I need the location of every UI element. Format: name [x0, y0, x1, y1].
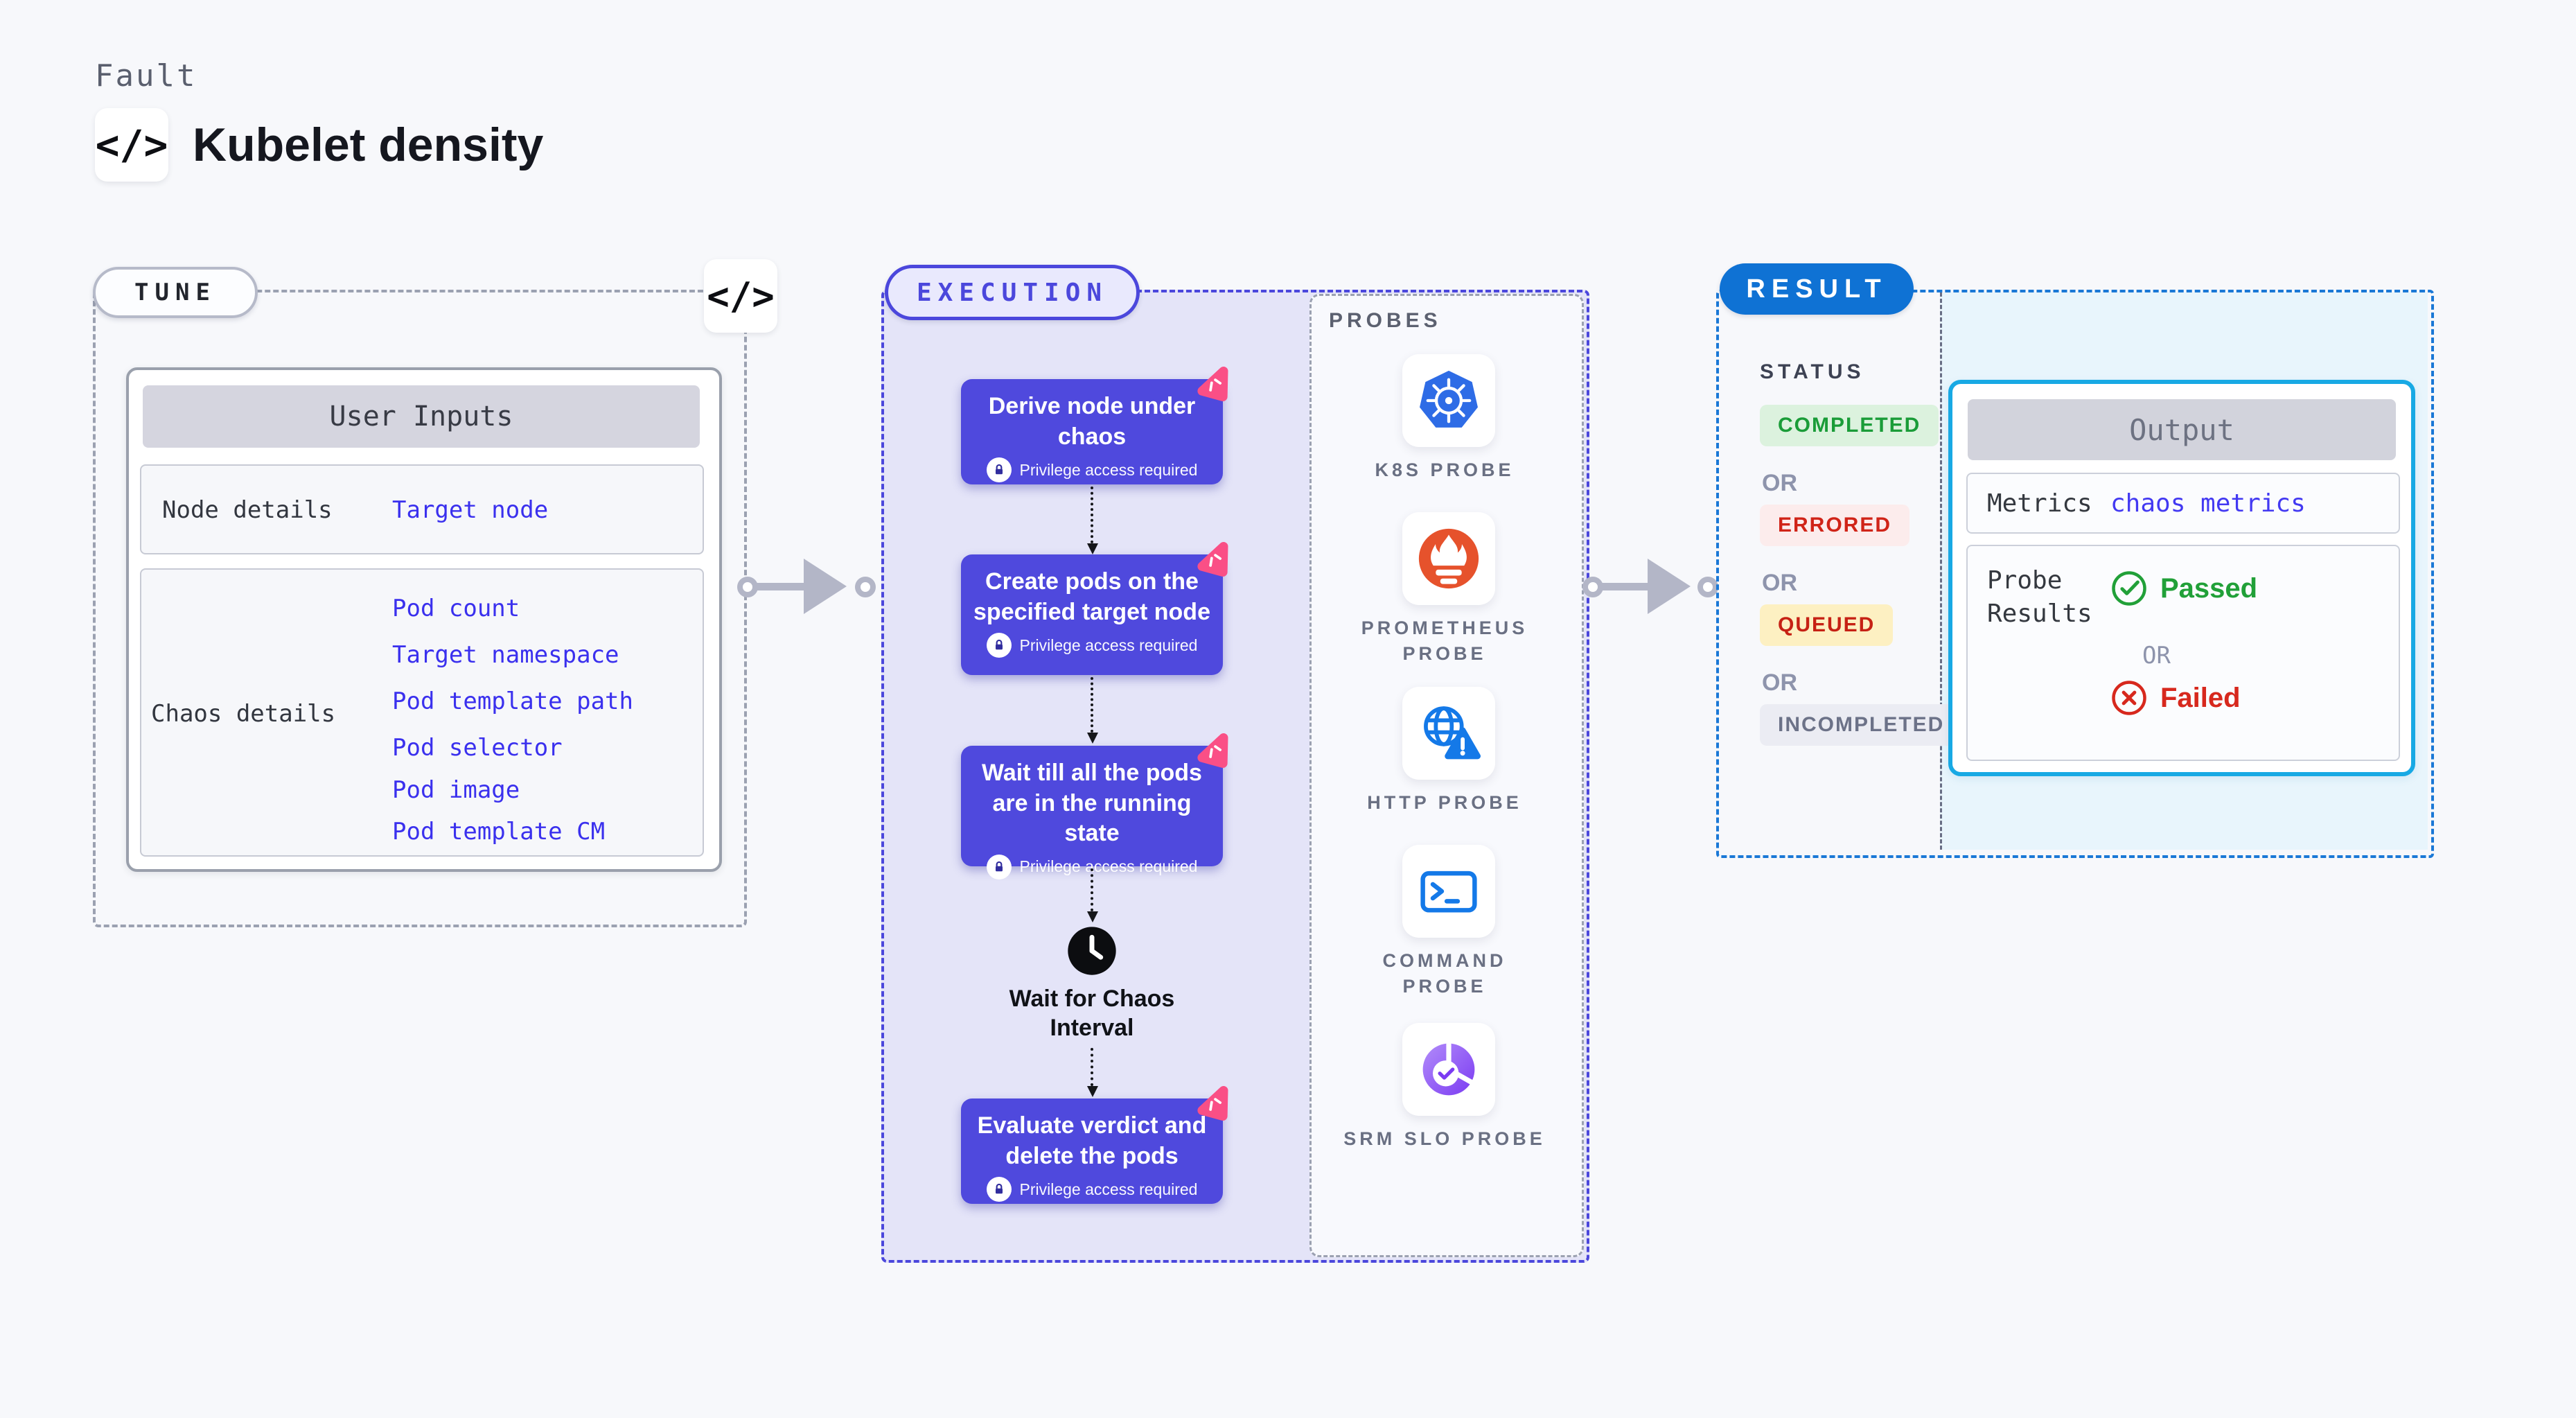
failed-result: Failed [2110, 679, 2241, 717]
x-circle-icon [2112, 681, 2146, 715]
passed-result: Passed [2110, 570, 2257, 607]
node-details-label: Node details [162, 496, 333, 524]
status-heading: STATUS [1760, 360, 1865, 383]
probe-results-label: Probe Results [1987, 566, 2092, 628]
step-title: Create pods on the specified target node [973, 568, 1210, 625]
prometheus-probe-card [1402, 512, 1495, 605]
tune-to-execution-arrow [737, 559, 876, 614]
probe-label: PROMETHEUS PROBE [1361, 618, 1528, 664]
code-icon: </> [95, 108, 168, 182]
privilege-note: Privilege access required [1019, 636, 1198, 654]
probes-heading: PROBES [1329, 309, 1442, 332]
result-section-badge: RESULT [1720, 263, 1914, 315]
tune-section-badge: TUNE [93, 267, 258, 318]
flow-connector [1087, 487, 1098, 554]
lock-icon [986, 1177, 1012, 1202]
execution-step-wait-pods-running: Wait till all the pods are in the runnin… [961, 733, 1228, 879]
globe-warning-icon [1424, 706, 1481, 760]
execution-step-evaluate-verdict: Evaluate verdict and delete the pods Pri… [961, 1085, 1228, 1204]
failed-label: Failed [2160, 682, 2241, 713]
clock-icon [1066, 925, 1118, 977]
target-node-link[interactable]: Target node [392, 496, 549, 524]
kubernetes-icon [1420, 370, 1478, 428]
status-badge-queued: QUEUED [1760, 604, 1894, 646]
tune-code-icon: </> [704, 259, 777, 333]
privilege-note: Privilege access required [1019, 1180, 1198, 1198]
execution-step-create-pods: Create pods on the specified target node… [961, 541, 1228, 675]
tune-code-icon-glyph: </> [707, 274, 775, 318]
check-circle-icon [2112, 571, 2146, 606]
output-table: Output Metrics chaos metrics Probe Resul… [1948, 380, 2415, 776]
probe-label: COMMAND PROBE [1382, 950, 1507, 997]
execution-section-badge: EXECUTION [885, 265, 1140, 320]
pod-selector-link[interactable]: Pod selector [392, 734, 563, 762]
status-or-separator: OR [1762, 570, 1797, 596]
user-inputs-table: User Inputs Node details Target node Cha… [126, 367, 722, 872]
fault-category-label: Fault [95, 58, 197, 94]
lock-icon [986, 457, 1012, 483]
execution-to-result-arrow [1582, 559, 1721, 614]
target-namespace-link[interactable]: Target namespace [392, 641, 619, 669]
status-or-separator: OR [1762, 669, 1797, 696]
passed-label: Passed [2160, 572, 2258, 604]
chaos-fault-icon [1197, 1085, 1228, 1121]
tune-section [93, 290, 747, 927]
table-row-node-details: Node details Target node [140, 464, 704, 554]
wait-for-chaos-interval-label: Wait for Chaos Interval [1009, 986, 1175, 1041]
pod-image-link[interactable]: Pod image [392, 776, 520, 804]
probe-label: SRM SLO PROBE [1343, 1128, 1546, 1149]
status-badge-errored: ERRORED [1760, 505, 1910, 546]
chaos-fault-icon [1197, 541, 1228, 577]
output-or-separator: OR [2142, 642, 2171, 669]
metrics-label: Metrics [1987, 489, 2092, 518]
status-badge-completed: COMPLETED [1760, 405, 1939, 446]
pod-count-link[interactable]: Pod count [392, 595, 520, 622]
flow-connector [1087, 677, 1098, 744]
probe-label: K8S PROBE [1375, 459, 1515, 480]
status-or-separator: OR [1762, 470, 1797, 496]
user-inputs-header: User Inputs [143, 385, 700, 448]
chaos-fault-icon [1197, 733, 1228, 768]
command-probe-card [1402, 845, 1495, 938]
http-probe-card [1402, 687, 1495, 780]
srm-slo-probe-card [1402, 1023, 1495, 1116]
code-icon-glyph: </> [95, 121, 168, 168]
prometheus-icon [1418, 528, 1479, 589]
privilege-note: Privilege access required [1019, 460, 1198, 479]
chaos-metrics-link[interactable]: chaos metrics [2110, 489, 2306, 518]
step-title: Derive node under chaos [988, 393, 1196, 450]
pod-template-cm-link[interactable]: Pod template CM [392, 818, 606, 846]
k8s-probe-card [1402, 354, 1495, 447]
flow-connector [1087, 868, 1098, 922]
terminal-icon [1420, 870, 1477, 913]
slo-pie-check-icon [1422, 1042, 1475, 1096]
execution-step-derive-node: Derive node under chaos Privilege access… [961, 366, 1228, 484]
table-row-chaos-details: Chaos details Pod count Target namespace… [140, 568, 704, 857]
lock-icon [986, 633, 1012, 658]
result-section [1716, 290, 2434, 858]
output-header: Output [1968, 399, 2396, 460]
metrics-row: Metrics chaos metrics [1966, 473, 2400, 534]
page-title: Kubelet density [193, 119, 544, 171]
probe-label: HTTP PROBE [1367, 792, 1522, 813]
chaos-details-label: Chaos details [151, 700, 336, 728]
lock-icon [986, 854, 1012, 879]
probe-results-row: Probe Results Passed OR Failed [1966, 545, 2400, 761]
chaos-fault-icon [1197, 366, 1228, 401]
step-title: Evaluate verdict and delete the pods [977, 1112, 1207, 1169]
flow-connector [1087, 1048, 1098, 1097]
pod-template-path-link[interactable]: Pod template path [392, 688, 633, 715]
status-badge-incompleted: INCOMPLETED [1760, 704, 1963, 746]
privilege-note: Privilege access required [1019, 857, 1198, 876]
step-title: Wait till all the pods are in the runnin… [982, 760, 1202, 847]
